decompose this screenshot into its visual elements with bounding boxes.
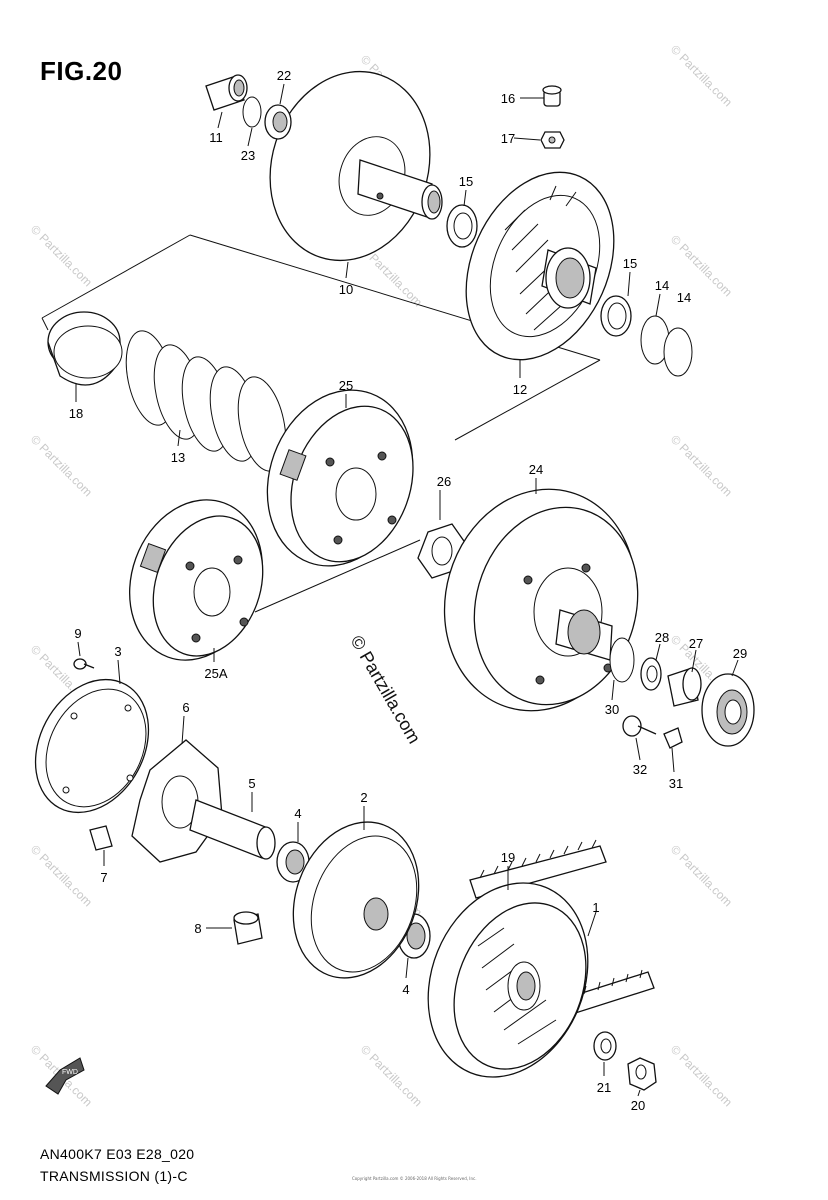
callout-7: 7 [100,870,107,885]
callout-27: 27 [689,636,703,651]
part-21-washer [593,1031,617,1061]
watermark-text: © Partzilla.com [28,432,95,499]
callout-12: 12 [513,382,527,397]
model-code: AN400K7 E03 E28_020 [40,1146,195,1162]
watermark-text: © Partzilla.com [668,42,735,109]
callout-26: 26 [437,474,451,489]
assembly-outline-upper [454,359,601,441]
part-16-pin [542,85,562,107]
fwd-arrow-icon: FWD [45,1057,85,1095]
callout-9: 9 [74,626,81,641]
watermark-text: © Partzilla.com [668,432,735,499]
callout-28: 28 [655,630,669,645]
callout-24: 24 [529,462,543,477]
section-title: TRANSMISSION (1)-C [40,1168,188,1184]
assembly-outline-upper [41,317,49,331]
callout-23: 23 [241,148,255,163]
part-29-bearing [701,673,755,747]
callout-8: 8 [194,921,201,936]
part-15-oil-seal [600,295,632,337]
callout-4: 4 [402,982,409,997]
callout-21: 21 [597,1080,611,1095]
callout-14: 14 [677,290,691,305]
callout-2: 2 [360,790,367,805]
assembly-outline-lower [254,539,421,613]
part-15-oil-seal [446,204,478,248]
callout-13: 13 [171,450,185,465]
watermark-text: © Partzilla.com [668,842,735,909]
part-28-washer [640,657,662,691]
part-14-o-ring [640,315,693,377]
callout-19: 19 [501,850,515,865]
callout-4: 4 [294,806,301,821]
part-30-snap-ring [609,637,635,683]
part-19-drive-belt [469,839,655,1017]
callout-32: 32 [633,762,647,777]
fwd-arrow-label: FWD [62,1069,78,1076]
callout-15: 15 [623,256,637,271]
part-32-bolt [622,715,657,737]
callout-11: 11 [209,130,223,145]
part-11-needle-bearing [205,74,248,111]
callout-10: 10 [339,282,353,297]
part-31-plate [663,727,683,749]
callout-15: 15 [459,174,473,189]
callout-5: 5 [248,776,255,791]
callout-18: 18 [69,406,83,421]
watermark-text: © Partzilla.com [28,842,95,909]
figure-title: FIG.20 [40,56,123,86]
part-5-sleeve [189,799,276,860]
copyright-fineprint: Copyright Partzilla.com © 2006-2018 All … [352,1176,477,1181]
watermark-text: © Partzilla.com [28,222,95,289]
part-3-cover-plate [34,678,150,814]
callout-22: 22 [277,68,291,83]
part-18-guide-sleeve [47,311,123,386]
callout-31: 31 [669,776,683,791]
callout-6: 6 [182,700,189,715]
brand-watermark: © Partzilla.com [347,632,425,747]
part-17-nut [540,131,565,149]
part-20-nut [627,1057,657,1091]
part-24-clutch-housing [443,488,639,712]
callout-3: 3 [114,644,121,659]
watermark-text: © Partzilla.com [358,1042,425,1109]
part-7-guide [89,825,113,851]
callout-labels: 1 2 3 4 4 5 6 7 8 9 10 11 12 13 14 14 15… [69,68,747,1113]
callout-29: 29 [733,646,747,661]
part-25-clutch-shoe [266,389,414,567]
part-13-clutch-spring [125,330,287,472]
part-25a-clutch-shoe [128,499,264,661]
leader-lines [75,83,739,1097]
callout-14: 14 [655,278,669,293]
part-23-ring [242,96,262,128]
part-10-fixed-sheave [269,70,443,262]
watermark-text: © Partzilla.com [668,1042,735,1109]
assembly-outline-upper [41,234,191,319]
callout-25: 25 [339,378,353,393]
part-1-fan-pulley [427,882,589,1078]
callout-17: 17 [501,131,515,146]
callout-20: 20 [631,1098,645,1113]
part-22-bearing [264,104,292,140]
part-8-collar [233,911,263,945]
callout-25a: 25A [204,666,227,681]
part-27-spacer [667,667,702,707]
part-2-movable-face [292,821,420,979]
part-6-ramp-plate [131,739,223,863]
part-9-screw [73,658,95,670]
part-12-movable-drive-face [465,171,615,361]
callout-16: 16 [501,91,515,106]
callout-1: 1 [592,900,599,915]
callout-30: 30 [605,702,619,717]
